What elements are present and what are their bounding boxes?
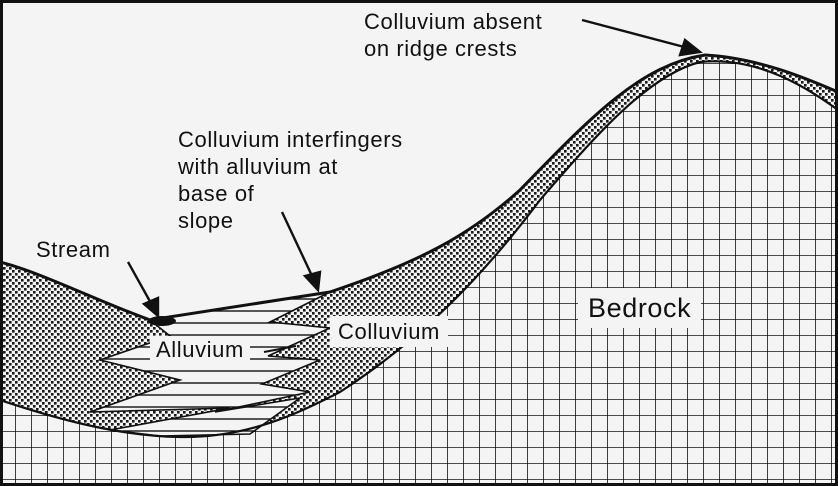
bedrock-surface-line [2,60,836,439]
interfinger-label-line-2: with alluvium at [178,154,338,179]
alluvium-label: Alluvium [150,336,250,363]
ridge-label-line-2: on ridge crests [364,36,518,61]
bedrock-label: Bedrock [578,288,702,328]
ridge-leader-arrow [581,18,703,57]
interfinger-label-line-4: slope [178,208,234,233]
interfinger-leader-arrow [280,211,322,293]
colluvium-label: Colluvium [330,316,448,347]
interfinger-label: Colluvium interfingers with alluvium at … [178,126,403,234]
stream-label: Stream [36,237,111,262]
ridge-label-line-1: Colluvium absent [364,9,543,34]
ridge-label: Colluvium absent on ridge crests [364,8,542,62]
stream-leader-arrow [126,261,160,319]
alluvium-leader-line [263,345,297,353]
bedrock-layer [2,61,836,484]
stream-channel [148,316,176,326]
ground-surface-line [2,53,836,322]
interfinger-label-line-3: base of [178,181,255,206]
interfinger-label-line-1: Colluvium interfingers [178,127,403,152]
